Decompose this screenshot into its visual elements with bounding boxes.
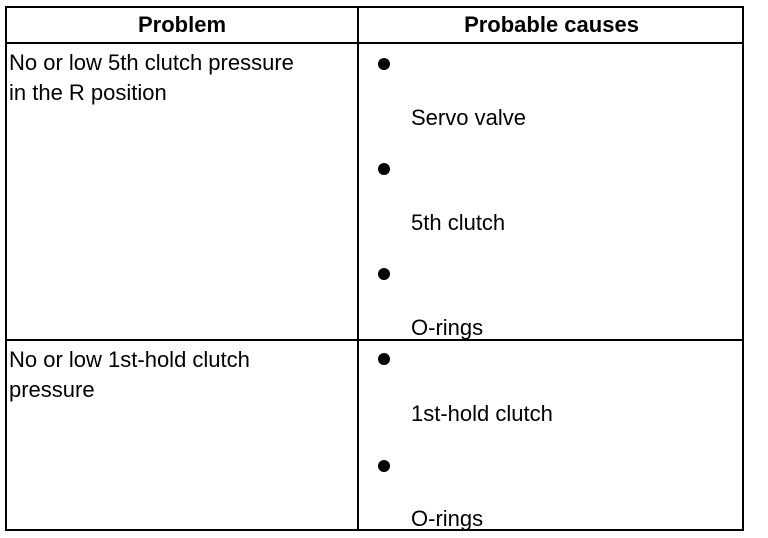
row-2-cause-1: 1st-hold clutch — [411, 401, 553, 426]
bullet-icon — [378, 163, 390, 175]
bullet-icon — [378, 268, 390, 280]
row-2-problem: No or low 1st-hold clutch pressure — [9, 345, 349, 405]
row-divider — [7, 339, 742, 341]
column-divider — [357, 8, 359, 529]
header-probable-causes: Probable causes — [464, 12, 639, 37]
header-problem: Problem — [137, 12, 227, 37]
row-1-problem-line-1: No or low 5th clutch pressure — [9, 50, 294, 75]
row-1-cause-1: Servo valve — [411, 105, 526, 130]
troubleshooting-table: Problem Probable causes No or low 5th cl… — [5, 6, 744, 531]
row-1-problem-line-2: in the R position — [9, 80, 167, 105]
row-2-cause-2: O-rings — [411, 506, 484, 531]
bullet-icon — [378, 353, 390, 365]
header-divider — [7, 42, 742, 44]
bullet-icon — [378, 58, 390, 70]
row-1-cause-2: 5th clutch — [411, 210, 506, 235]
row-2-problem-line-1: No or low 1st-hold clutch — [9, 347, 250, 372]
row-1-cause-3: O-rings — [411, 315, 484, 340]
bullet-icon — [378, 460, 390, 472]
row-1-problem: No or low 5th clutch pressure in the R p… — [9, 48, 349, 108]
row-2-problem-line-2: pressure — [9, 377, 95, 402]
